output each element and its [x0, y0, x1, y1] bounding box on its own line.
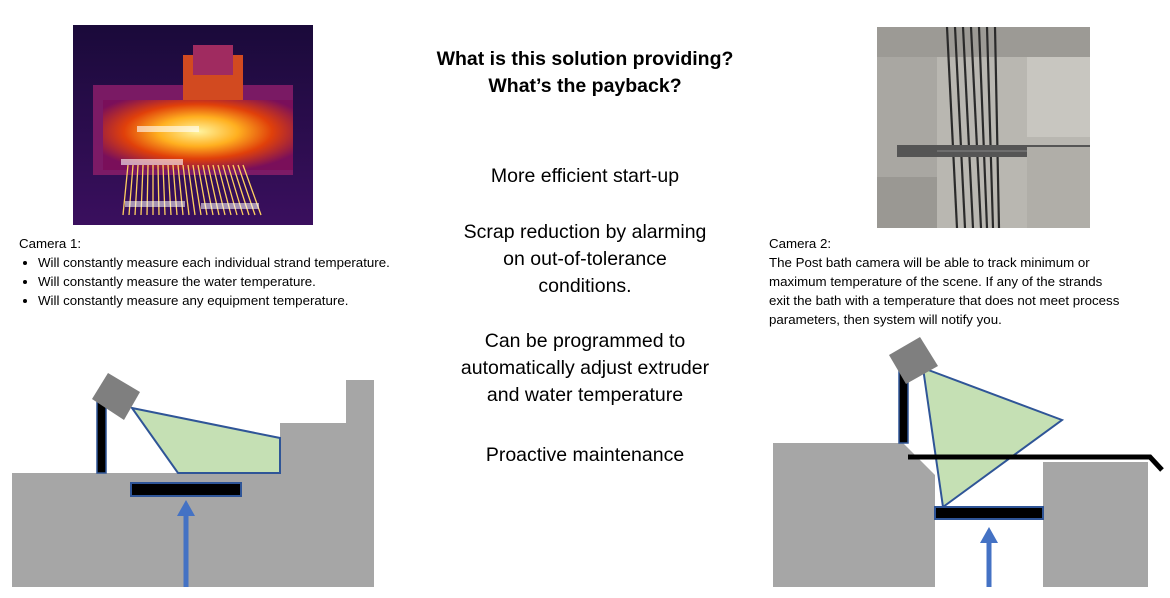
- point-scrap-line-3: conditions.: [538, 275, 632, 297]
- tall-block: [346, 380, 374, 423]
- thermal-image: [73, 25, 313, 225]
- camera2-text-line: The Post bath camera will be able to tra…: [769, 255, 1090, 270]
- post-bath-photo: [877, 27, 1090, 228]
- point-scrap-line-2: on out-of-tolerance: [503, 248, 667, 270]
- camera2-field-of-view: [921, 366, 1065, 509]
- point-efficient-startup: More efficient start-up: [490, 165, 680, 187]
- camera1-bullet: Will constantly measure each individual …: [38, 253, 399, 272]
- camera1-bullet: Will constantly measure any equipment te…: [38, 291, 399, 310]
- title-line-1: What is this solution providing?: [436, 48, 734, 70]
- bath-bar: [934, 506, 1044, 520]
- camera1-icon: [92, 373, 140, 420]
- camera2-text-line: exit the bath with a temperature that do…: [769, 293, 1120, 308]
- point-scrap-line-1: Scrap reduction by alarming: [463, 221, 707, 243]
- center-title: What is this solution providing? What’s …: [400, 46, 770, 100]
- camera2-diagram: [773, 337, 1164, 587]
- point-program-line-2: automatically adjust extruder: [460, 357, 710, 379]
- up-arrow-icon: [980, 527, 998, 543]
- camera1-heading: Camera 1:: [19, 236, 82, 251]
- camera2-heading: Camera 2:: [769, 236, 832, 251]
- bath-wall-left: [773, 443, 935, 587]
- bath-wall-right: [1043, 462, 1148, 587]
- camera2-text-line: parameters, then system will notify you.: [769, 312, 1002, 327]
- camera1-field-of-view: [129, 406, 281, 474]
- point-program-line-1: Can be programmed to: [484, 330, 686, 352]
- camera1-mount-pole: [96, 399, 107, 474]
- point-program-line-3: and water temperature: [486, 384, 684, 406]
- camera1-bullet-list: Will constantly measure each individual …: [19, 253, 399, 310]
- camera2-text-line: maximum temperature of the scene. If any…: [769, 274, 1103, 289]
- camera1-bullet: Will constantly measure the water temper…: [38, 272, 399, 291]
- camera2-icon: [889, 337, 938, 384]
- up-arrow-icon: [177, 500, 195, 516]
- strand-bar: [130, 482, 242, 497]
- camera2-description: Camera 2: The Post bath camera will be a…: [769, 234, 1169, 329]
- strand-line: [908, 454, 1164, 472]
- step-block: [280, 423, 374, 473]
- title-line-2: What’s the payback?: [488, 75, 682, 97]
- camera1-diagram: [12, 373, 374, 587]
- camera1-description: Camera 1: Will constantly measure each i…: [19, 234, 399, 310]
- point-proactive-maintenance: Proactive maintenance: [485, 444, 685, 466]
